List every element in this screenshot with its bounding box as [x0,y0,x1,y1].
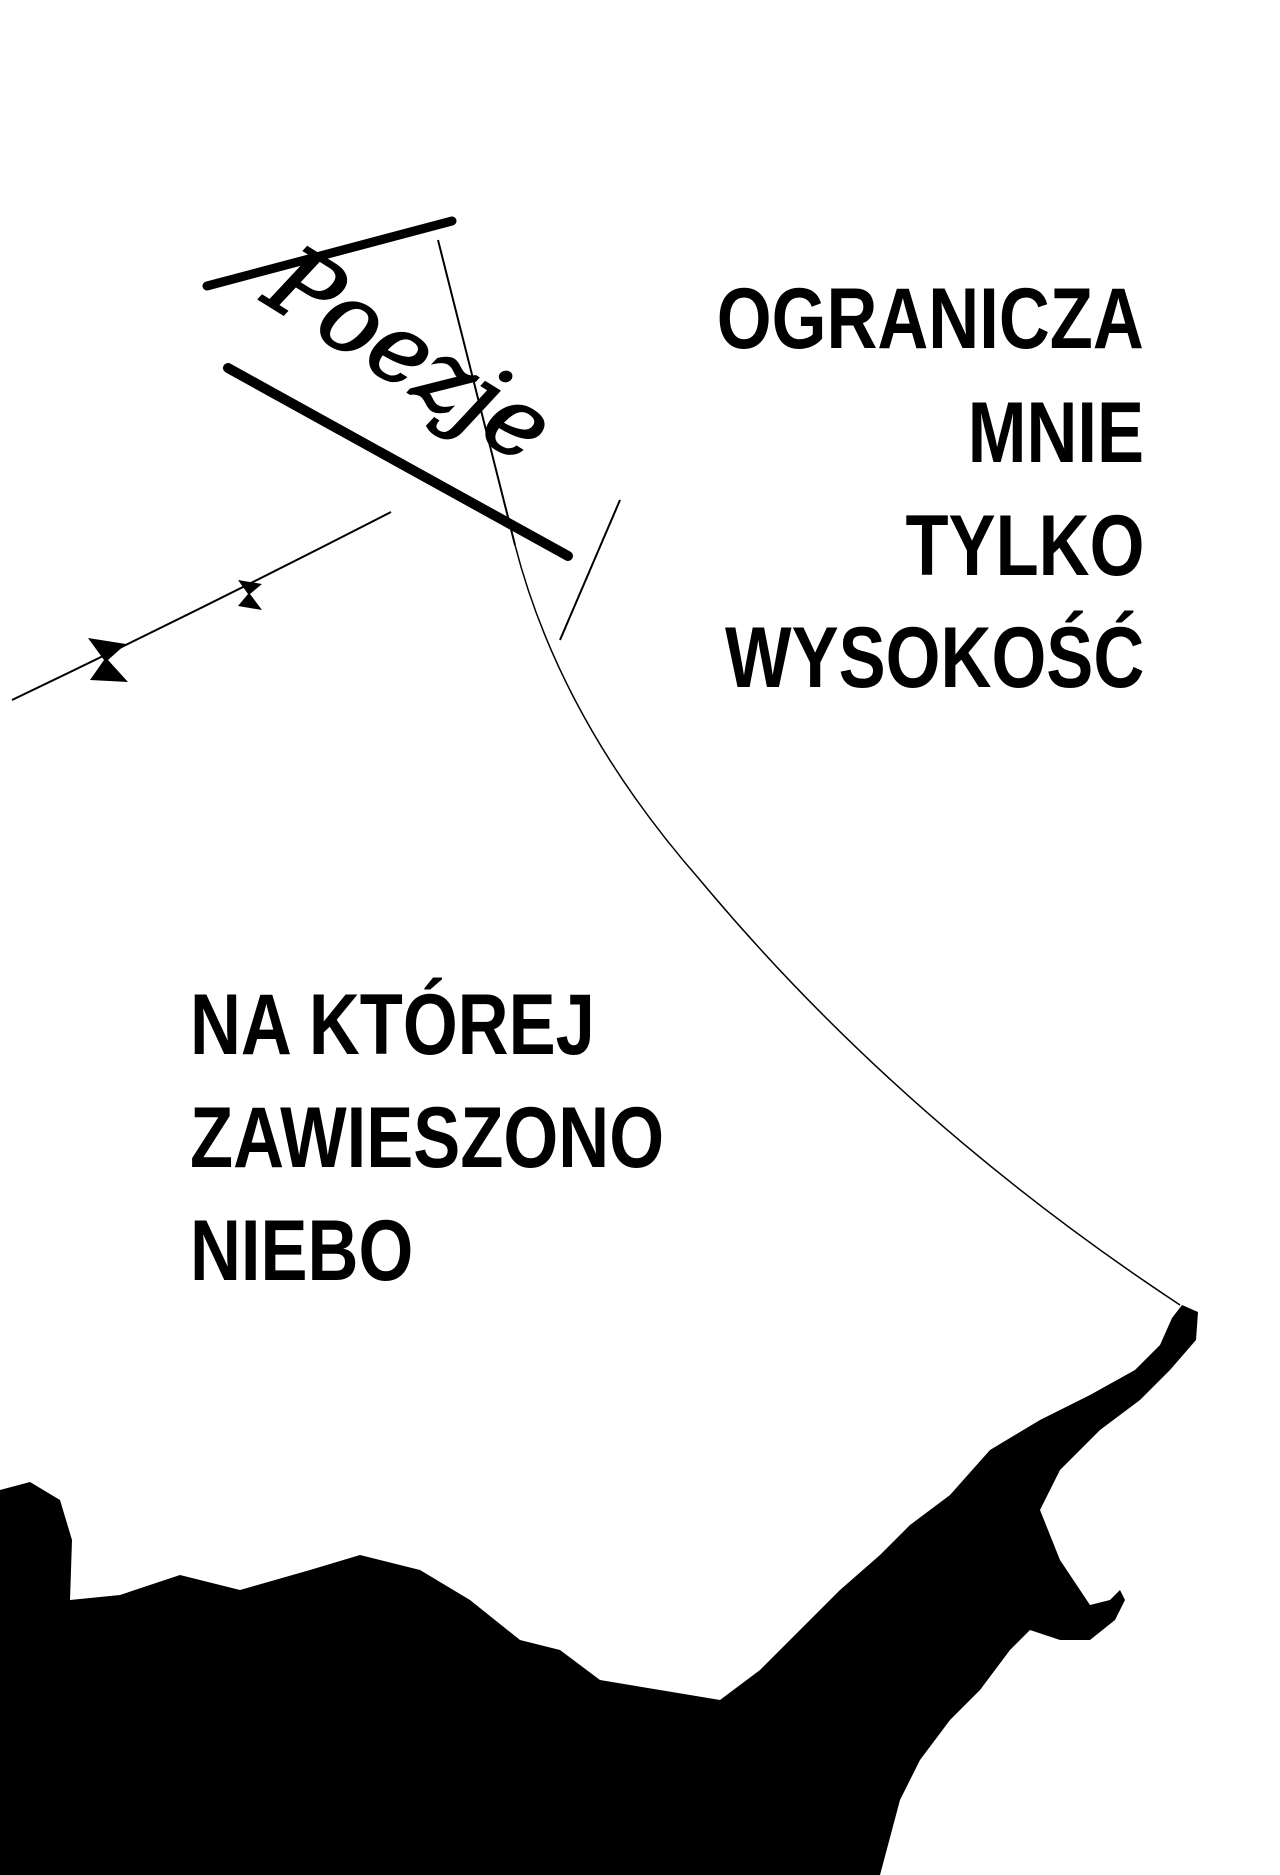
kite-string [514,544,1181,1306]
kite-cross-spar [223,363,573,561]
kite-frame [437,239,621,641]
headline-line-3: TYLKO [905,498,1144,594]
kite-top-spar [202,216,457,291]
subline-1: NA KTÓREJ [190,977,595,1073]
silhouette-person-and-rocks [0,1305,1198,1875]
subline-3: NIEBO [190,1203,414,1299]
kite-tail [11,511,392,701]
headline-line-2: MNIE [967,385,1144,481]
kite-text: Poezje [246,223,572,485]
tail-bow-icon [238,580,262,610]
kite: Poezje [202,216,621,641]
subline-2: ZAWIESZONO [190,1090,665,1186]
headline-line-1: OGRANICZA [716,271,1144,367]
tail-bow-icon [88,638,128,682]
headline-line-4: WYSOKOŚĆ [724,610,1144,706]
